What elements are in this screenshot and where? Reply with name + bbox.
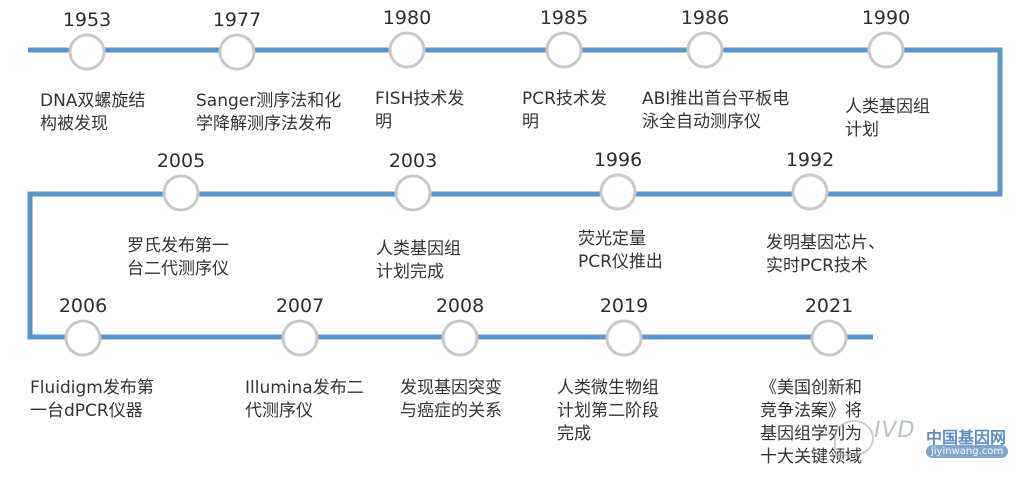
- event-description-1986: ABI推出首台平板电 泳全自动测序仪: [642, 89, 790, 132]
- event-description-2006: Fluidigm发布第 一台dPCR仪器: [30, 378, 154, 421]
- event-description-1996: 荧光定量 PCR仪推出: [578, 229, 663, 272]
- timeline-node-1977: [218, 33, 256, 71]
- timeline-node-1953: [68, 33, 106, 71]
- event-description-1985: PCR技术发 明: [522, 89, 607, 132]
- timeline-node-1996: [599, 173, 637, 211]
- timeline-node-1990: [867, 31, 905, 69]
- event-description-1992: 发明基因芯片、 实时PCR技术: [766, 233, 885, 276]
- timeline-node-2021: [810, 319, 848, 357]
- timeline-node-2006: [64, 319, 102, 357]
- timeline-node-1992: [791, 173, 829, 211]
- timeline-node-2007: [281, 319, 319, 357]
- timeline-node-2019: [605, 319, 643, 357]
- event-description-1953: DNA双螺旋结 构被发现: [40, 91, 146, 134]
- timeline-node-1985: [545, 31, 583, 69]
- year-label-2021: 2021: [804, 295, 854, 317]
- event-description-1977: Sanger测序法和化 学降解测序法发布: [196, 91, 342, 134]
- event-description-1990: 人类基因组 计划: [845, 97, 930, 140]
- year-label-1986: 1986: [680, 7, 730, 29]
- year-label-1980: 1980: [382, 7, 432, 29]
- event-description-1980: FISH技术发 明: [375, 89, 465, 132]
- year-label-1977: 1977: [212, 9, 262, 31]
- event-description-2005: 罗氏发布第一 台二代测序仪: [127, 236, 229, 279]
- year-label-2008: 2008: [435, 295, 485, 317]
- watermark-url: jiyinwang.com: [926, 445, 1009, 458]
- timeline-node-2005: [162, 174, 200, 212]
- timeline-connector-line: [27, 47, 1003, 340]
- year-label-1992: 1992: [785, 149, 835, 171]
- year-label-1996: 1996: [593, 149, 643, 171]
- year-label-2005: 2005: [156, 150, 206, 172]
- event-description-2003: 人类基因组 计划完成: [376, 239, 461, 282]
- watermark: IVD 中国基因网 jiyinwang.com: [834, 418, 1009, 462]
- event-description-2008: 发现基因突变 与癌症的关系: [400, 378, 502, 421]
- timeline-nodes: [64, 31, 905, 357]
- timeline-node-2003: [394, 174, 432, 212]
- year-label-2003: 2003: [388, 150, 438, 172]
- timeline-node-2008: [441, 319, 479, 357]
- event-description-2019: 人类微生物组 计划第二阶段 完成: [557, 378, 659, 444]
- year-label-2019: 2019: [599, 295, 649, 317]
- year-label-1953: 1953: [62, 9, 112, 31]
- event-description-2007: Illumina发布二 代测序仪: [245, 378, 364, 421]
- chat-bubble-icon: [834, 420, 874, 456]
- timeline-node-1986: [686, 31, 724, 69]
- watermark-site-name: 中国基因网: [926, 428, 1007, 447]
- watermark-letters: IVD: [874, 418, 916, 443]
- year-label-2006: 2006: [58, 295, 108, 317]
- year-label-1990: 1990: [861, 7, 911, 29]
- year-label-1985: 1985: [539, 7, 589, 29]
- timeline-node-1980: [388, 31, 426, 69]
- year-label-2007: 2007: [275, 295, 325, 317]
